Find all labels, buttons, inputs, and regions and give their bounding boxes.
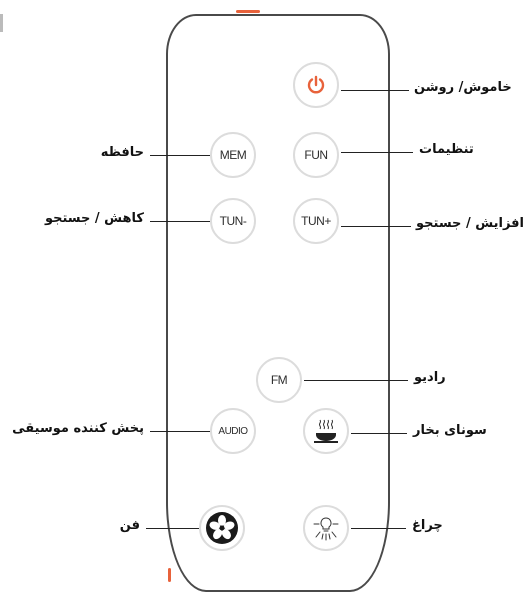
tun-plus-label: افزایش / جستجو	[416, 216, 524, 231]
tun-plus-button[interactable]: TUN+	[293, 198, 339, 244]
tun-minus-button[interactable]: TUN-	[210, 198, 256, 244]
steam-sauna-icon	[312, 418, 340, 444]
tun-minus-button-label: TUN-	[219, 214, 247, 228]
light-button[interactable]	[303, 505, 349, 551]
mem-label: حافظه	[100, 145, 144, 160]
fm-leader	[304, 380, 408, 381]
remote-top-accent	[236, 10, 260, 13]
fan-label: فن	[119, 518, 140, 533]
fun-button-label: FUN	[304, 148, 328, 162]
lamp-icon	[311, 515, 341, 541]
fm-button-label: FM	[270, 373, 288, 387]
power-button[interactable]	[293, 62, 339, 108]
light-label: چراغ	[412, 518, 443, 533]
fan-button[interactable]	[199, 505, 245, 551]
audio-button-label: AUDIO	[218, 425, 248, 437]
fun-leader	[341, 152, 413, 153]
edge-mark	[0, 14, 3, 32]
mem-button-label: MEM	[219, 148, 247, 162]
light-leader	[351, 528, 406, 529]
mem-button[interactable]: MEM	[210, 132, 256, 178]
fm-label: رادیو	[414, 370, 446, 385]
audio-button[interactable]: AUDIO	[210, 408, 256, 454]
fm-button[interactable]: FM	[256, 357, 302, 403]
power-leader	[341, 90, 409, 91]
tun-minus-label: کاهش / جستجو	[44, 211, 144, 226]
steam-button[interactable]	[303, 408, 349, 454]
remote-bottom-accent	[168, 568, 171, 582]
fan-icon	[205, 511, 239, 545]
tun-plus-button-label: TUN+	[301, 214, 331, 228]
fan-leader	[146, 528, 199, 529]
power-icon	[306, 75, 326, 95]
remote-control-body	[166, 14, 390, 592]
audio-leader	[150, 431, 210, 432]
audio-label: پخش کننده موسیقی	[12, 421, 144, 436]
tun-plus-leader	[341, 226, 411, 227]
fun-label: تنظیمات	[419, 142, 474, 157]
tun-minus-leader	[150, 221, 210, 222]
steam-leader	[351, 433, 407, 434]
mem-leader	[150, 155, 210, 156]
fun-button[interactable]: FUN	[293, 132, 339, 178]
steam-label: سونای بخار	[413, 423, 487, 438]
power-label: خاموش/ روشن	[414, 80, 512, 95]
